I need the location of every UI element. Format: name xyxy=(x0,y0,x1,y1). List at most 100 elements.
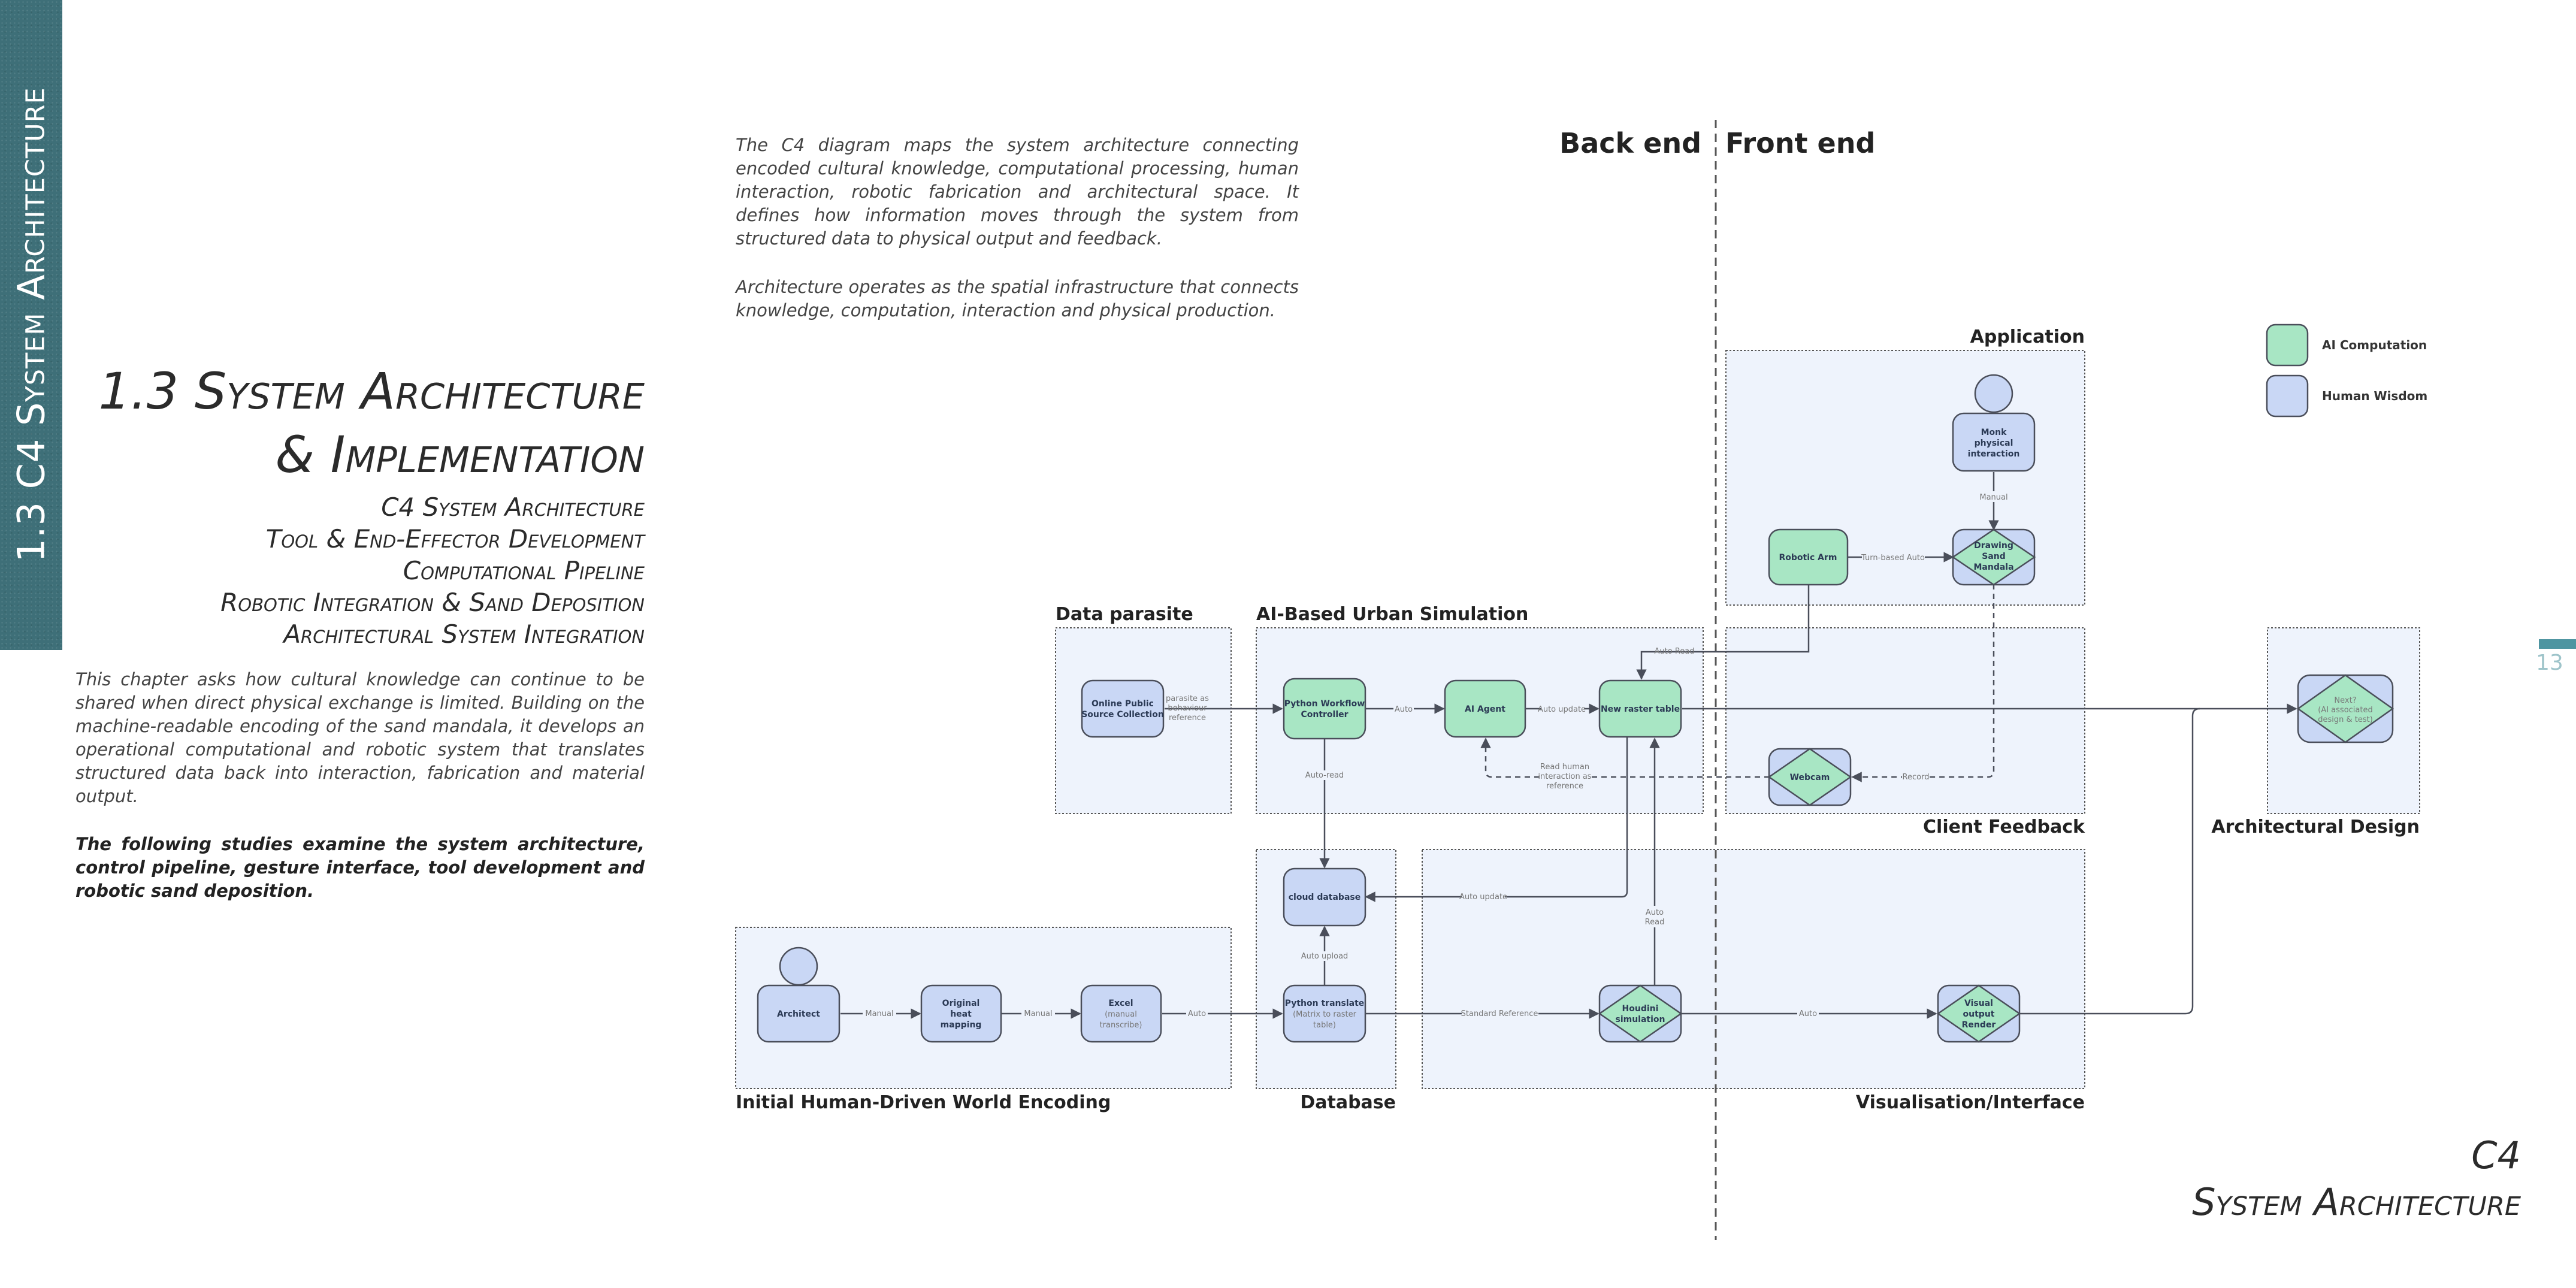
edge-label: Turn-based Auto xyxy=(1861,554,1925,563)
zone-client-feedback: Client Feedback xyxy=(1725,627,2085,837)
svg-text:Python translate: Python translate xyxy=(1285,999,1365,1008)
svg-text:Mandala: Mandala xyxy=(1973,563,2013,572)
svg-text:interaction: interaction xyxy=(1968,449,2020,459)
subsection-item[interactable]: Tool & End-Effector Development xyxy=(265,524,645,554)
node-visual-output[interactable]: Visual output Render xyxy=(1936,984,2021,1043)
node-architect[interactable]: Architect xyxy=(757,947,840,1043)
svg-text:Original: Original xyxy=(942,999,980,1008)
subsection-item[interactable]: C4 System Architecture xyxy=(381,492,645,522)
svg-text:Render: Render xyxy=(1962,1020,1996,1030)
node-webcam[interactable]: Webcam xyxy=(1767,748,1852,806)
edge-label: Manual xyxy=(1024,1009,1052,1018)
edge-label: Read human xyxy=(1540,763,1589,772)
node-drawing-sand-mandala[interactable]: Drawing Sand Mandala xyxy=(1951,528,2036,586)
edge-arm-raster xyxy=(1636,584,1810,680)
edge-label: Manual xyxy=(1979,493,2007,502)
node-cloud-database[interactable]: cloud database xyxy=(1283,867,1366,927)
edge-label: Auto Read xyxy=(1655,647,1695,656)
svg-text:transcribe): transcribe) xyxy=(1100,1021,1142,1030)
svg-text:Architect: Architect xyxy=(777,1009,820,1019)
svg-text:Excel: Excel xyxy=(1108,999,1133,1008)
edge-label: Standard Reference xyxy=(1461,1009,1538,1018)
svg-text:Sand: Sand xyxy=(1982,552,2006,561)
side-strip: 1.3 C4 System Architecture xyxy=(0,0,62,650)
svg-text:heat: heat xyxy=(950,1009,972,1019)
node-python-translate[interactable]: Python translate (Matrix to raster table… xyxy=(1283,984,1366,1043)
chapter-name: System Architecture xyxy=(2192,1180,2521,1224)
zone-label: Database xyxy=(1300,1092,1396,1113)
svg-text:output: output xyxy=(1963,1009,1995,1019)
edge-label: Auto xyxy=(1646,908,1664,917)
edge-label: Record xyxy=(1903,773,1930,782)
svg-text:(Matrix to raster: (Matrix to raster xyxy=(1293,1010,1356,1019)
edge-label: Read xyxy=(1645,918,1665,927)
svg-text:(AI associated: (AI associated xyxy=(2318,706,2372,715)
node-python-controller[interactable]: Python Workflow Controller xyxy=(1283,678,1366,740)
chapter-title: C4 System Architecture xyxy=(2192,1132,2521,1226)
node-next-design[interactable]: Next? (AI associated design & test) xyxy=(2296,674,2394,743)
edge-label: Auto xyxy=(1188,1009,1206,1018)
subsection-item[interactable]: Robotic Integration & Sand Deposition xyxy=(220,588,645,617)
chapter-code: C4 xyxy=(2471,1133,2521,1177)
zone-visualisation: Visualisation/Interface xyxy=(1422,849,2085,1113)
legend-human-swatch xyxy=(2266,374,2309,418)
node-heat-mapping[interactable]: Original heat mapping xyxy=(920,984,1002,1043)
svg-text:AI Agent: AI Agent xyxy=(1465,705,1505,714)
subsection-item[interactable]: Architectural System Integration xyxy=(283,619,645,649)
edge-label: interaction as xyxy=(1538,772,1591,781)
svg-text:Houdini: Houdini xyxy=(1622,1004,1659,1014)
svg-text:Controller: Controller xyxy=(1301,710,1348,719)
svg-text:Webcam: Webcam xyxy=(1790,773,1830,782)
zone-label: Data parasite xyxy=(1056,604,1193,625)
edge-webcam-agent xyxy=(1480,737,1770,778)
subsection-list: C4 System Architecture Tool & End-Effect… xyxy=(220,491,645,650)
svg-text:design & test): design & test) xyxy=(2318,715,2373,724)
svg-text:Source Collection: Source Collection xyxy=(1081,710,1164,719)
edge-visual-next xyxy=(2020,708,2200,1015)
edge-label: behaviour xyxy=(1168,704,1207,713)
main-title-line-2: & Implementation xyxy=(275,425,645,484)
svg-text:physical: physical xyxy=(1975,439,2013,448)
node-monk[interactable]: Monk physical interaction xyxy=(1952,374,2036,472)
edge-label: Manual xyxy=(865,1009,893,1018)
legend-ai-label: AI Computation xyxy=(2322,338,2427,352)
edge-label: Auto upload xyxy=(1301,952,1349,961)
svg-text:cloud database: cloud database xyxy=(1289,893,1360,902)
zone-label: Architectural Design xyxy=(2211,817,2420,837)
svg-text:Next?: Next? xyxy=(2334,696,2356,705)
node-online-source[interactable]: Online Public Source Collection xyxy=(1081,679,1165,738)
svg-text:table): table) xyxy=(1313,1021,1336,1030)
zone-label: Application xyxy=(1970,326,2085,347)
node-excel[interactable]: Excel (manual transcribe) xyxy=(1080,984,1162,1043)
svg-text:Online Public: Online Public xyxy=(1092,699,1154,709)
intro-bold-paragraph: The following studies examine the system… xyxy=(75,834,645,901)
edge-label: Auto xyxy=(1395,705,1413,714)
node-houdini-simulation[interactable]: Houdini simulation xyxy=(1598,984,1683,1043)
zone-label: Visualisation/Interface xyxy=(1856,1092,2085,1113)
main-title: 1.3 System Architecture & Implementation xyxy=(99,359,645,486)
edge-label: reference xyxy=(1546,782,1583,791)
edge-label: parasite as xyxy=(1166,694,1209,703)
svg-text:Python Workflow: Python Workflow xyxy=(1284,699,1365,709)
svg-text:mapping: mapping xyxy=(941,1020,982,1030)
legend-ai-swatch xyxy=(2266,323,2309,367)
diagram-description-1: The C4 diagram maps the system architect… xyxy=(736,135,1299,249)
zone-label: AI-Based Urban Simulation xyxy=(1256,604,1528,625)
legend-human-label: Human Wisdom xyxy=(2322,389,2427,403)
zone-label: Client Feedback xyxy=(1923,817,2085,837)
node-robotic-arm[interactable]: Robotic Arm xyxy=(1768,528,1849,586)
node-raster-table[interactable]: New raster table xyxy=(1598,679,1682,738)
svg-text:Robotic Arm: Robotic Arm xyxy=(1779,553,1837,563)
edge-label: Auto update xyxy=(1459,893,1507,902)
edge-label: reference xyxy=(1169,713,1206,722)
svg-text:Monk: Monk xyxy=(1981,428,2007,437)
intro-paragraph: This chapter asks how cultural knowledge… xyxy=(75,669,645,806)
main-title-line-1: 1.3 System Architecture xyxy=(98,362,645,421)
edge-raster-cloud xyxy=(1365,737,1628,902)
subsection-item[interactable]: Computational Pipeline xyxy=(403,556,645,585)
node-ai-agent[interactable]: AI Agent xyxy=(1444,679,1526,738)
svg-text:(manual: (manual xyxy=(1105,1010,1137,1019)
legend: AI Computation Human Wisdom xyxy=(2266,323,2427,418)
page-marker-bar xyxy=(2539,639,2576,649)
